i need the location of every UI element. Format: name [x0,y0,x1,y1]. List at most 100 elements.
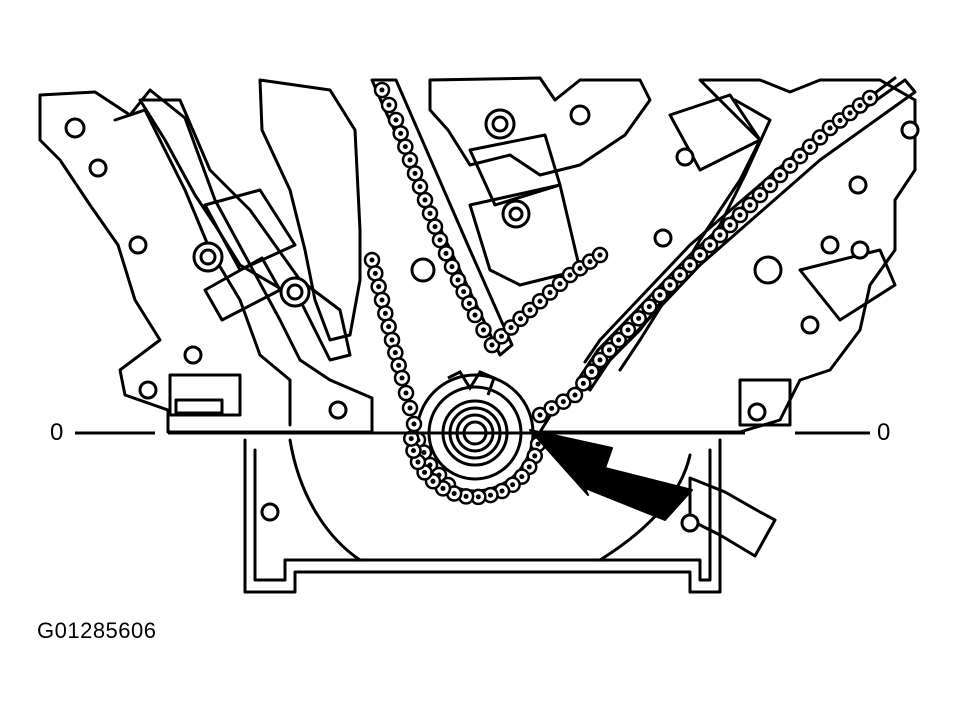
left-cover-inner [113,108,292,427]
chain-pin [389,337,395,343]
bolt-hole [183,345,203,365]
chain-pin [657,292,663,298]
chain-pin [767,182,773,188]
bolt-hole [508,206,524,222]
chain-pin [547,290,553,295]
chain-pin [369,257,375,263]
chain-pin [757,192,763,198]
chain-pin [677,272,683,278]
chain-pin [440,485,446,491]
chain-pin [379,297,385,303]
chain-pin [567,272,573,278]
bolt-hole [569,104,591,126]
chain-pin [372,270,378,276]
chain-pin [597,357,603,363]
bolt-hole [286,283,304,301]
chain-pin [857,103,863,108]
chain-pin [667,282,673,288]
chain-pin [625,327,631,333]
lower-block-inner [253,448,712,582]
right-cover-inner [618,98,772,372]
chain-pin [475,494,481,500]
bolt-hole [820,235,840,255]
arrow-icon [529,429,693,521]
chain-pin [797,153,803,159]
chain-pin [560,399,566,405]
chain-pin [867,95,873,101]
chain-pin [461,289,467,295]
chain-pin [376,284,382,290]
bolt-hole [260,502,280,522]
chain-pin [717,232,723,238]
chain-pin [392,350,398,356]
chain-pin [807,144,813,150]
chain-pin [837,118,843,123]
bolt-hole [680,513,700,533]
bolt-hole [675,147,695,167]
timing-mark-left: 0 [50,419,64,446]
timing-chain [363,81,879,506]
upper-center-housing [428,76,652,177]
chain-pin [557,281,563,287]
chain-pin [616,337,622,343]
chain-pin [437,237,443,243]
chain-pin [379,87,385,93]
chain-pin [393,117,399,123]
left-boss-inner [174,398,224,415]
chain-pin [432,224,438,230]
chain-pin [572,392,578,398]
chain-pin [817,134,823,140]
chain-pin [427,210,433,216]
chain-pin [636,315,642,321]
left-boss [168,373,242,417]
lower-block [243,438,722,594]
chain-pin [487,492,493,498]
chain-pin [455,277,461,283]
chain-pin [415,459,421,465]
chain-pin [777,172,783,178]
bolt-hole [747,402,767,422]
chain-pin [422,197,428,203]
chain-pin [422,469,428,475]
chain-pin [532,453,538,459]
bolt-hole [199,248,217,266]
chain-pin [589,369,595,375]
chain-pin [489,342,495,348]
chain-pin [508,325,514,330]
timing-mark-right: 0 [877,419,891,446]
chain-pin [396,362,402,368]
bolt-hole [800,315,820,335]
chain-pin [549,405,555,411]
chain-pin [417,184,423,190]
chain-pin [449,264,455,270]
figure-id: G01285606 [37,618,157,643]
chain-pin [687,262,693,268]
chain-pin [463,493,469,499]
chain-pin [510,482,516,488]
right-wedge [798,248,897,322]
bolt-hole [848,175,868,195]
chain-pin [747,202,753,208]
chain-pin [537,412,543,418]
chain-pin [537,298,543,304]
chain-pin [386,102,392,108]
chain-pin [466,300,472,306]
chain-pin [646,304,652,310]
chain-pin [518,316,523,322]
chain-pin [408,436,414,442]
chain-pin [707,242,713,248]
bolt-hole [64,117,86,139]
chain-pin [597,252,603,258]
left-bracket [138,98,352,362]
chain-pin [411,421,417,427]
chain-pin [737,212,743,218]
chain-pin [727,222,733,228]
chain-pin [403,390,409,396]
chain-pin [399,375,405,381]
bolt-hole [328,400,348,420]
chain-pin [526,464,532,470]
chain-pin [535,441,541,447]
chain-pin [527,307,533,313]
chain-pin [827,125,833,131]
